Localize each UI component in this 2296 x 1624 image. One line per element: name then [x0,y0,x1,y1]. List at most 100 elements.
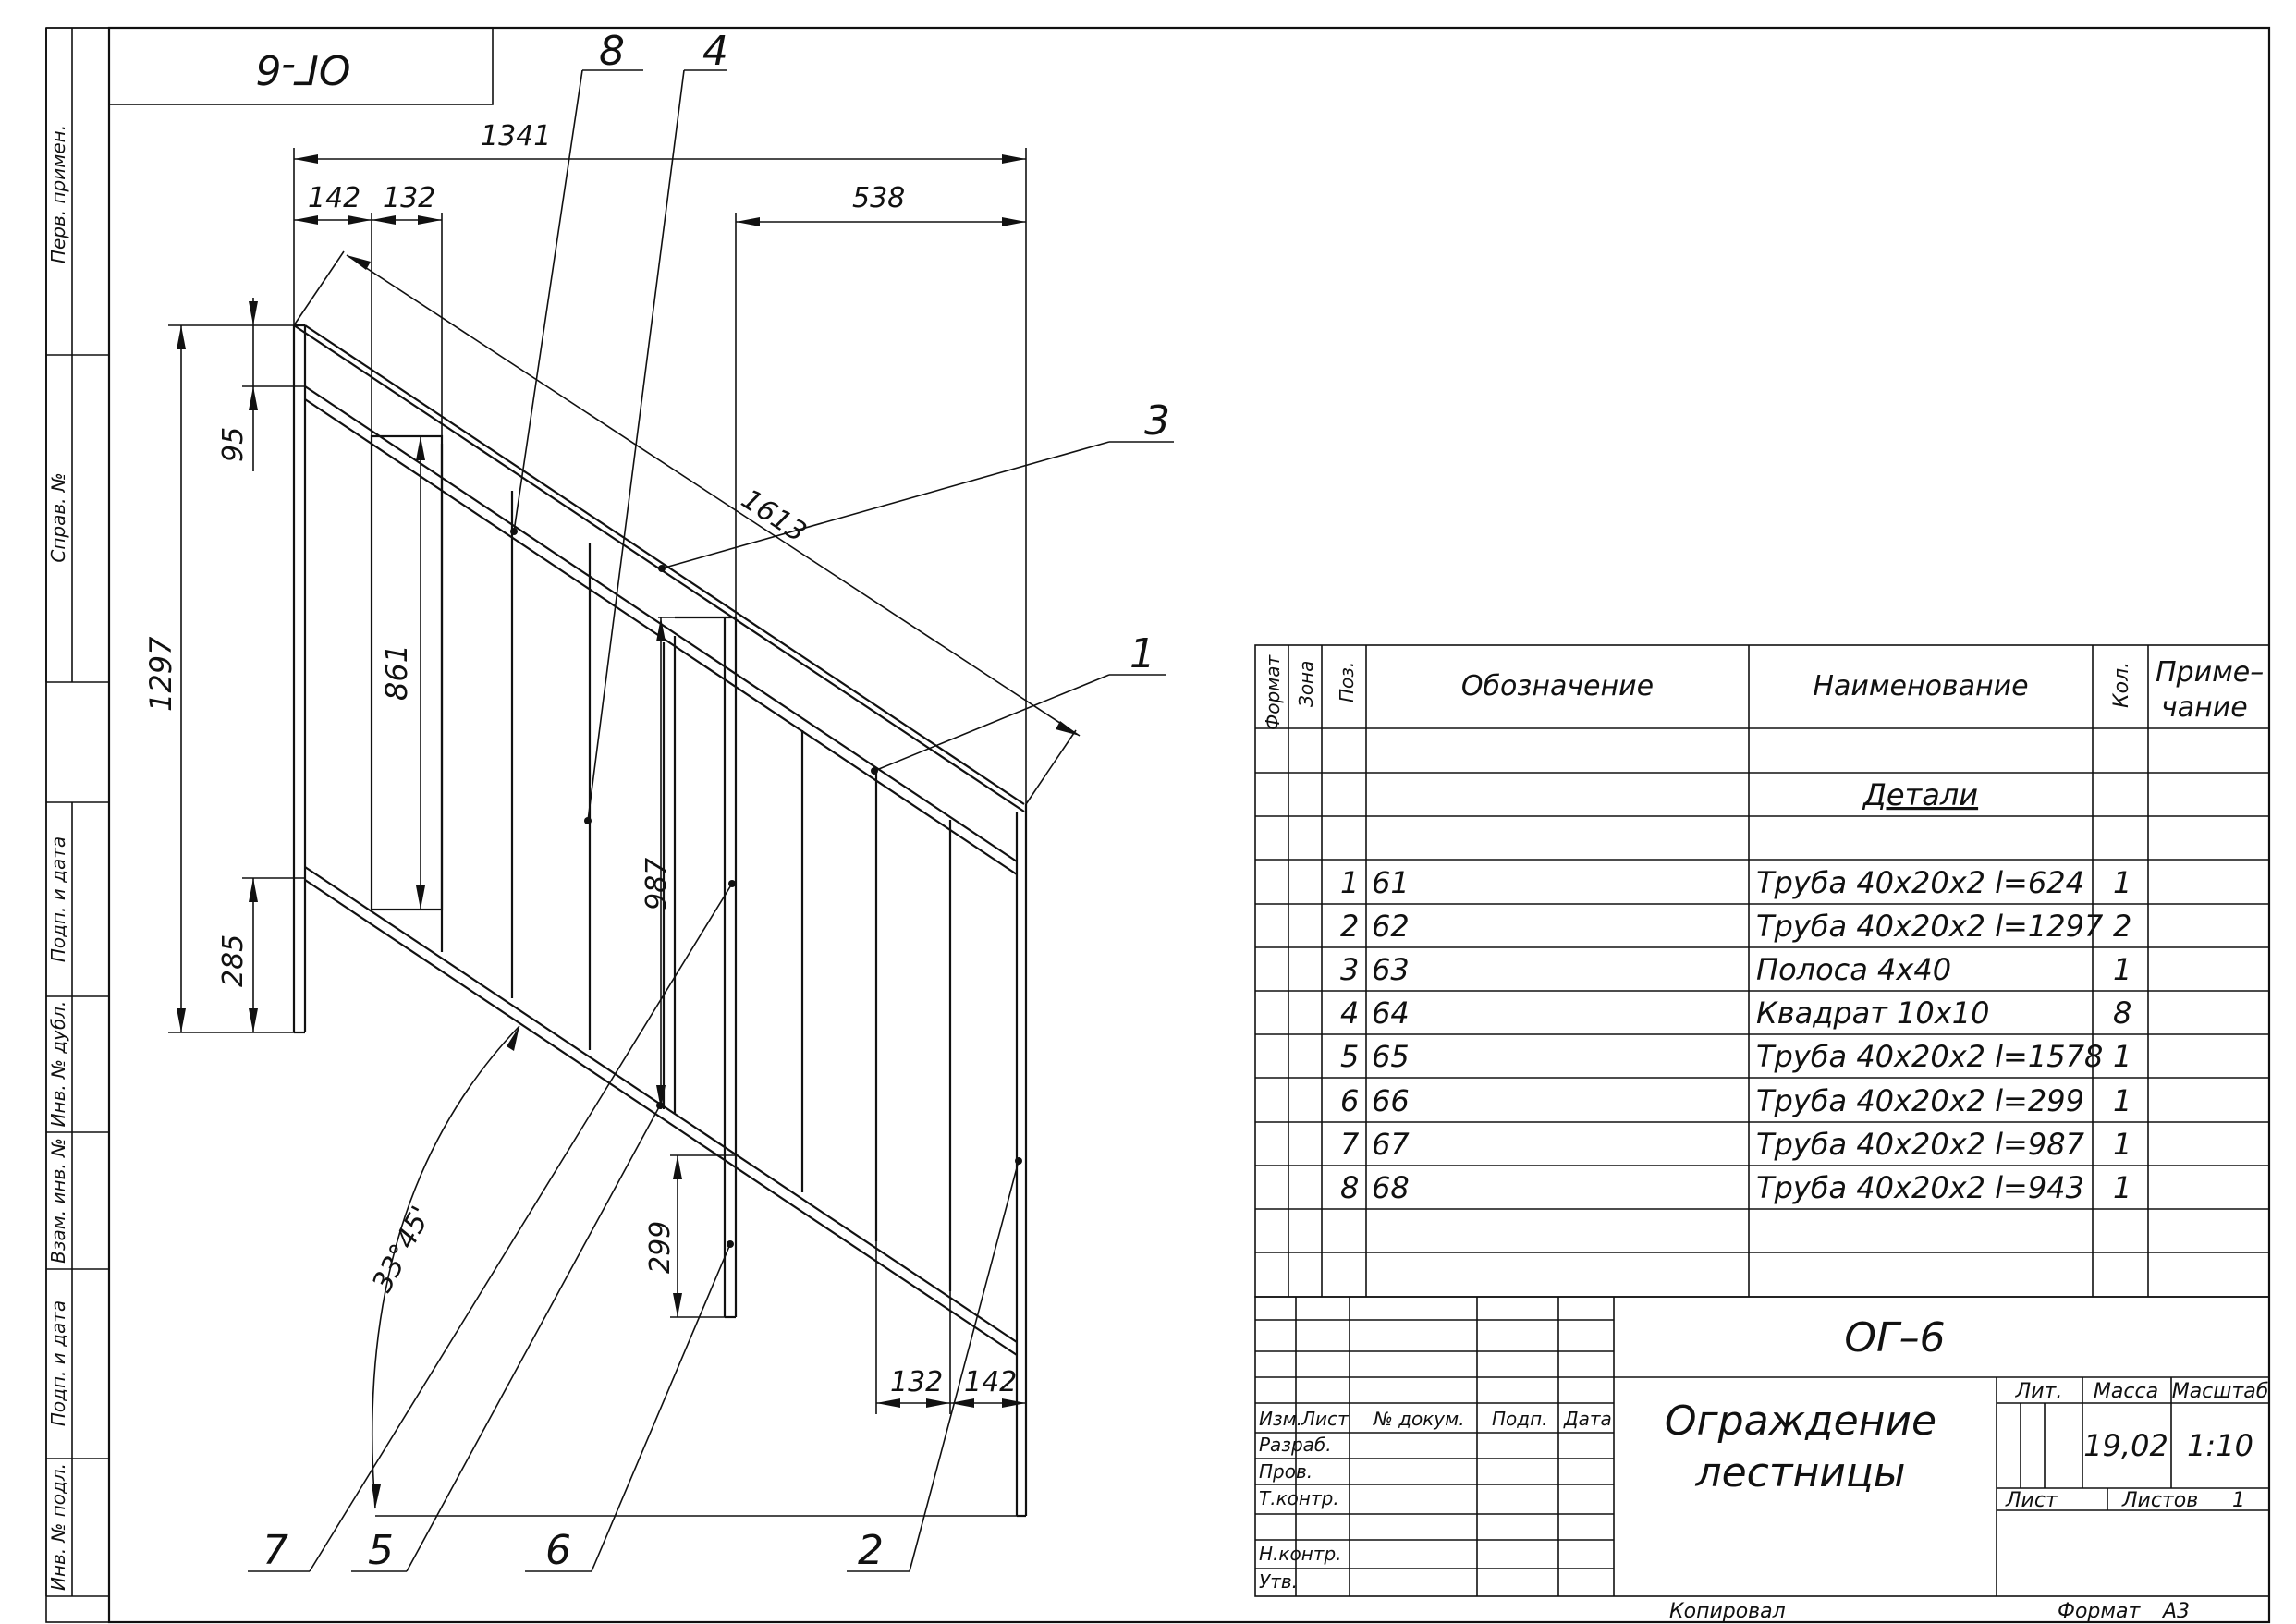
dim-132-bot: 132 [890,1366,943,1398]
spec-row-pos: 3 [1340,952,1359,987]
spec-row-des: 67 [1372,1127,1410,1162]
spec-table [1254,644,2270,1298]
leader-label-3: 3 [1144,397,1170,445]
spec-row-pos: 5 [1340,1039,1359,1074]
spec-row-des: 66 [1372,1083,1410,1118]
tb-title-2: лестницы [1694,1449,1905,1496]
spec-row-pos: 8 [1340,1170,1359,1205]
weld-dots [510,528,1022,1248]
dim-285: 285 [217,934,250,987]
tb-lit-label: Лит. [2015,1380,2063,1403]
spec-row-name: Труба 40х20х2 l=943 [1756,1170,2084,1205]
spec-row-pos: 1 [1340,865,1359,900]
tb-col-doc: № докум. [1373,1408,1465,1430]
tb-sheets-count: 1 [2232,1489,2245,1512]
footer-copied: Копировал [1669,1600,1786,1623]
spec-row-des: 64 [1372,995,1410,1031]
tb-scale-label: Масштаб [2172,1380,2269,1403]
spec-header-name: Наименование [1813,670,2028,702]
dim-861: 861 [379,644,414,701]
tb-col-sign: Подп. [1492,1408,1548,1430]
outer-frame [45,27,2270,1623]
leader-lines [248,69,1174,1572]
code-box-text: ОГ-6 [255,45,350,92]
side-label-podp1: Подп. и дата [47,836,69,962]
spec-row-qty: 1 [2113,952,2131,987]
spec-row-qty: 1 [2113,865,2131,900]
tb-role-razrab: Разраб. [1259,1434,1332,1456]
tb-code: ОГ–6 [1844,1314,1945,1361]
spec-row-name: Труба 40х20х2 l=987 [1756,1127,2085,1162]
leader-label-5: 5 [368,1527,394,1574]
side-label-sprav: Справ. № [47,472,69,562]
spec-section-title: Детали [1862,777,1978,812]
spec-row-name: Труба 40х20х2 l=299 [1756,1083,2084,1118]
tb-role-tkontr: Т.контр. [1259,1487,1339,1509]
side-stamp [45,27,109,1597]
spec-header-format: Формат [1262,654,1284,730]
dim-987: 987 [641,858,673,910]
spec-row-name: Труба 40х20х2 l=624 [1756,865,2084,900]
tb-sheet-label: Лист [2005,1489,2058,1512]
dim-1613: 1613 [736,483,812,549]
side-label-podl: Инв. № подл. [47,1463,69,1591]
dim-142-bot: 142 [964,1366,1017,1398]
spec-row-name: Труба 40х20х2 l=1297 [1756,909,2104,944]
spec-row-qty: 2 [2113,909,2131,944]
spec-row-name: Труба 40х20х2 l=1578 [1756,1039,2103,1074]
dimension-lines [168,148,1081,1517]
spec-header-pos: Поз. [1336,662,1358,702]
leader-label-6: 6 [545,1527,571,1574]
dim-538: 538 [852,182,905,214]
tb-role-prov: Пров. [1259,1460,1313,1483]
tb-mass: 19,02 [2083,1428,2168,1463]
dim-1297: 1297 [143,636,178,712]
spec-row-qty: 1 [2113,1083,2131,1118]
dimension-arrows [177,154,1080,1508]
tb-col-izm: Изм. [1259,1408,1302,1430]
dim-142-top: 142 [308,182,360,214]
spec-row-name: Квадрат 10х10 [1756,995,1989,1031]
tb-col-list: Лист [1301,1408,1350,1430]
tb-title-1: Ограждение [1665,1398,1936,1445]
spec-header-zone: Зона [1295,661,1317,707]
inner-frame [107,26,2271,1624]
dim-299: 299 [644,1221,677,1274]
footer-format: А3 [2161,1600,2190,1623]
spec-row-qty: 1 [2113,1170,2131,1205]
spec-row-pos: 2 [1340,909,1359,944]
dim-95: 95 [217,427,250,462]
spec-row-des: 61 [1372,865,1410,900]
railing-drawing [292,324,1028,1518]
spec-row-des: 68 [1372,1170,1410,1205]
spec-header-note-2: чание [2161,691,2248,724]
tb-role-nkontr: Н.контр. [1259,1543,1342,1565]
spec-row-des: 62 [1372,909,1410,944]
spec-header-qty: Кол. [2110,662,2133,708]
spec-row-qty: 1 [2113,1039,2131,1074]
side-label-perv: Перв. примен. [47,125,69,263]
spec-row-des: 63 [1372,952,1410,987]
spec-row-pos: 6 [1340,1083,1359,1118]
tb-role-utv: Утв. [1259,1570,1298,1593]
leader-label-4: 4 [702,28,728,75]
side-label-podp2: Подп. и дата [47,1300,69,1426]
spec-row-qty: 8 [2113,995,2131,1031]
dim-132-top: 132 [383,182,435,214]
side-label-dubl: Инв. № дубл. [47,1001,69,1128]
dim-1341: 1341 [481,120,551,153]
spec-row-des: 65 [1372,1039,1410,1074]
spec-header-note-1: Приме– [2156,656,2264,689]
spec-row-pos: 7 [1340,1127,1360,1162]
tb-mass-label: Масса [2094,1380,2158,1403]
side-label-vzam: Взам. инв. № [47,1138,69,1264]
code-box [108,27,494,105]
dim-angle: 33°45' [366,1201,438,1297]
tb-scale: 1:10 [2187,1428,2253,1463]
leader-label-8: 8 [599,28,625,75]
title-block [1254,1296,2270,1597]
spec-header-designation: Обозначение [1461,670,1654,702]
spec-rows: 1 61 Труба 40х20х2 l=624 1 2 62 Труба 40… [1340,865,2131,1205]
tb-sheets-label: Листов [2121,1489,2198,1512]
